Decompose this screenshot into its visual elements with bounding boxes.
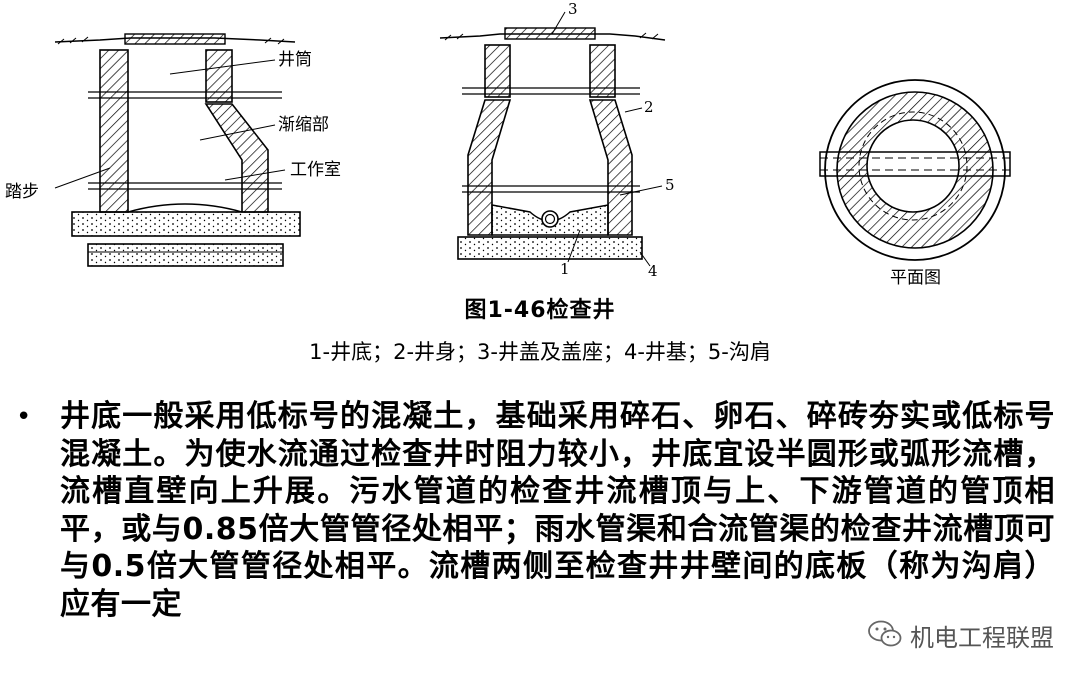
label-chamber: 工作室	[290, 160, 341, 180]
label-shaft: 井筒	[278, 50, 312, 70]
label-steps: 踏步	[5, 182, 39, 202]
label-plan-view: 平面图	[890, 268, 941, 288]
watermark-text: 机电工程联盟	[910, 624, 1054, 652]
body-text-block: • 井底一般采用低标号的混凝土，基础采用碎石、卵石、碎砖夯实或低标号混凝土。为使…	[8, 398, 1068, 638]
bullet-marker: •	[16, 402, 32, 432]
figure-title: 图1-46检查井	[464, 298, 616, 323]
label-5: 5	[665, 176, 675, 194]
plan-view-diagram: 平面图	[819, 79, 1011, 288]
watermark: 机电工程联盟	[862, 616, 1060, 655]
figure-legend: 1-井底；2-井身；3-井盖及盖座；4-井基；5-沟肩	[309, 340, 771, 364]
wechat-icon	[868, 620, 902, 652]
manhole-figure: 井筒 渐缩部 工作室 踏步 1 2 3 4	[5, 0, 1011, 288]
body-paragraph: 井底一般采用低标号的混凝土，基础采用碎石、卵石、碎砖夯实或低标号混凝土。为使水流…	[60, 399, 1055, 622]
label-1: 1	[560, 260, 570, 278]
label-2: 2	[644, 98, 654, 116]
middle-section-diagram: 1 2 3 4 5	[439, 0, 675, 280]
left-section-diagram: 井筒 渐缩部 工作室 踏步	[5, 33, 341, 267]
label-4: 4	[648, 262, 658, 280]
label-taper: 渐缩部	[278, 115, 329, 135]
label-3: 3	[568, 0, 578, 18]
